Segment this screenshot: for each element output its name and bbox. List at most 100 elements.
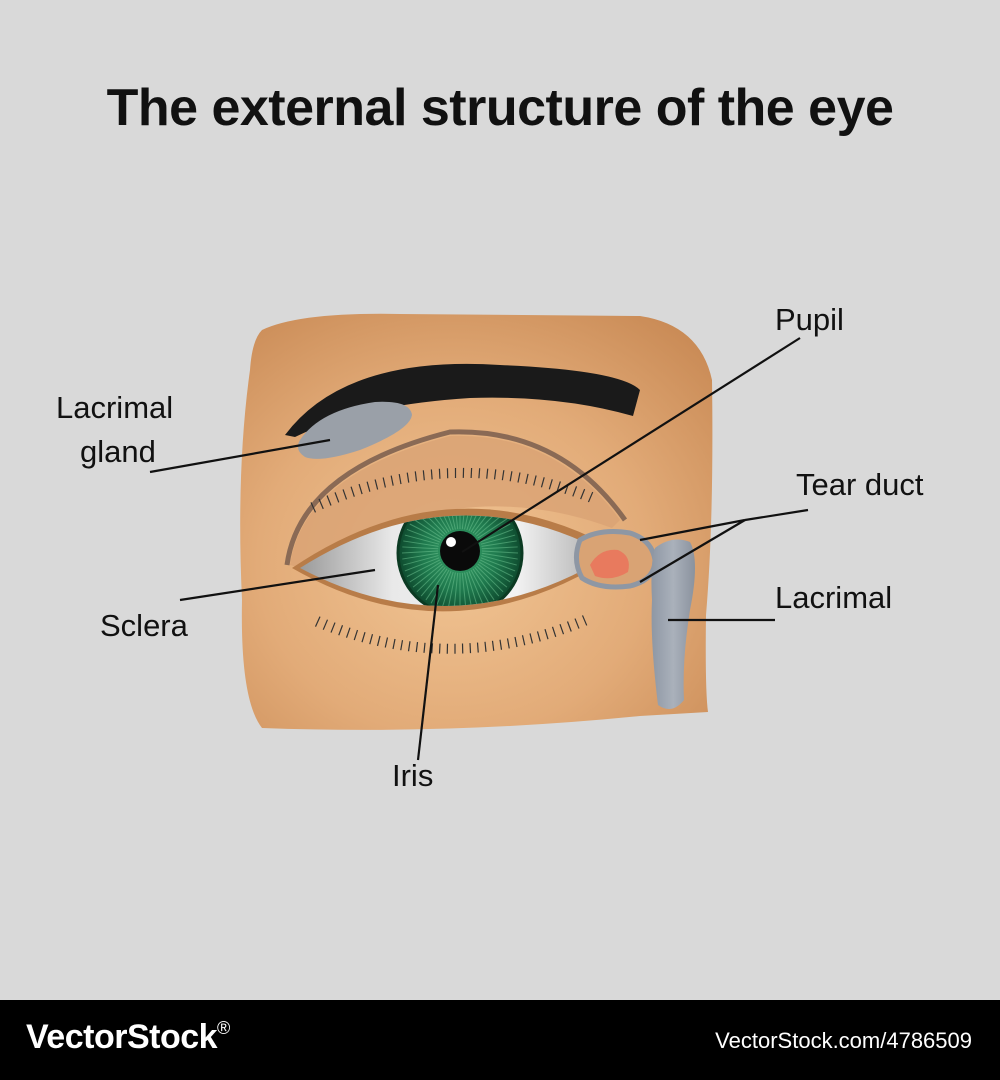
eyelash: [310, 502, 317, 513]
eyelash: [559, 624, 565, 635]
iris-ray: [403, 555, 439, 566]
iris-ray: [466, 515, 479, 531]
eyelash: [322, 619, 329, 630]
iris-ray: [472, 568, 495, 601]
eyelash: [314, 616, 321, 627]
footer-bar: VectorStock® VectorStock.com/4786509: [0, 1000, 1000, 1080]
eyelash: [566, 621, 572, 632]
iris-ray: [480, 557, 516, 572]
pupil-leader: [461, 337, 801, 553]
eyelash: [382, 477, 386, 488]
iris-ray: [416, 565, 444, 593]
iris-ray: [481, 552, 518, 560]
iris-ray: [472, 515, 495, 534]
iris-ray: [479, 528, 514, 543]
eyelash: [476, 642, 479, 653]
eyelash: [509, 471, 513, 482]
eyelid-arc: [284, 429, 628, 566]
iris-ray: [404, 534, 440, 545]
eyelash: [486, 468, 489, 479]
eyelash: [342, 489, 348, 500]
iris-ray: [435, 515, 452, 532]
eyelash: [376, 635, 381, 647]
eyelash: [422, 470, 425, 481]
iris-ray: [453, 515, 459, 530]
label-tear-duct: Tear duct: [796, 467, 924, 502]
eyelash: [556, 481, 561, 492]
iris-ray: [441, 515, 454, 531]
iris-ray: [477, 563, 508, 588]
eyelash: [374, 479, 379, 490]
eyelash: [431, 643, 434, 654]
iris-ray: [404, 557, 440, 572]
iris-ray: [481, 546, 518, 550]
eyelash: [415, 642, 419, 653]
eyelash: [353, 629, 359, 641]
tear-duct-leader-a: [744, 508, 809, 522]
iris-ray: [470, 569, 490, 604]
iris-ray: [406, 528, 441, 543]
eyelash: [345, 627, 351, 638]
iris-ray: [464, 572, 473, 606]
iris-ray: [474, 515, 500, 535]
eyelash: [318, 498, 324, 510]
eyelash: [398, 473, 402, 485]
iris-ray: [402, 552, 439, 560]
tear-duct-shape: [590, 549, 629, 579]
iris-ray: [481, 555, 517, 566]
eyelash: [407, 641, 411, 652]
iris-ray: [479, 559, 514, 578]
iris-ray: [481, 540, 517, 547]
iris-ray: [401, 550, 439, 554]
eyelash: [369, 634, 374, 645]
brand-name: VectorStock: [26, 1018, 218, 1056]
pupil-shape: [440, 531, 480, 571]
iris-ray: [464, 515, 473, 530]
iris-ray: [481, 550, 519, 554]
eyelash: [572, 486, 578, 497]
iris-ray: [420, 567, 446, 597]
eyelash: [499, 639, 503, 650]
eyebrow: [285, 363, 640, 437]
eyelash: [423, 642, 426, 653]
eyelash: [438, 643, 441, 654]
label-lacrimal-gland-line2: gland: [80, 434, 156, 469]
brand-logo: VectorStock®: [26, 1018, 230, 1057]
diagram-stage: The external structure of the eye: [56, 79, 924, 793]
iris-ray: [441, 571, 454, 606]
eyelash: [536, 631, 541, 642]
iris-leader: [416, 584, 440, 761]
iris-ray: [409, 523, 442, 541]
eyelash: [501, 470, 505, 481]
eyelash: [506, 638, 510, 649]
eyelash: [551, 626, 557, 637]
sclera-leader: [179, 568, 376, 602]
iris-ray: [412, 518, 443, 539]
tear-duct-leader-main: [639, 518, 746, 542]
upper-eyelashes: [310, 467, 594, 513]
eyelash: [548, 479, 553, 490]
diagram-title: The external structure of the eye: [106, 79, 894, 137]
iris-ray: [420, 515, 446, 535]
label-lacrimal: Lacrimal: [775, 580, 893, 615]
iris-ray: [476, 565, 504, 593]
eyelash: [334, 492, 340, 503]
eyelash: [587, 491, 594, 503]
iris-ray: [430, 569, 450, 604]
iris-ray: [406, 559, 441, 578]
eyelash: [517, 472, 521, 483]
iris-ray: [461, 572, 467, 606]
label-iris: Iris: [392, 758, 434, 793]
eyelash: [400, 640, 404, 651]
lacrimal-sac-shape: [651, 539, 695, 709]
brand-registered-mark: ®: [217, 1018, 230, 1038]
iris-ray: [468, 515, 485, 532]
leader-lines: [149, 337, 809, 761]
lacrimal-gland-leader: [149, 438, 331, 474]
eyelash: [469, 643, 472, 654]
iris-ray: [430, 515, 450, 533]
eyelash: [484, 641, 487, 652]
iris-ray: [412, 563, 443, 588]
eyelash: [390, 475, 394, 486]
eyelash: [414, 471, 418, 482]
